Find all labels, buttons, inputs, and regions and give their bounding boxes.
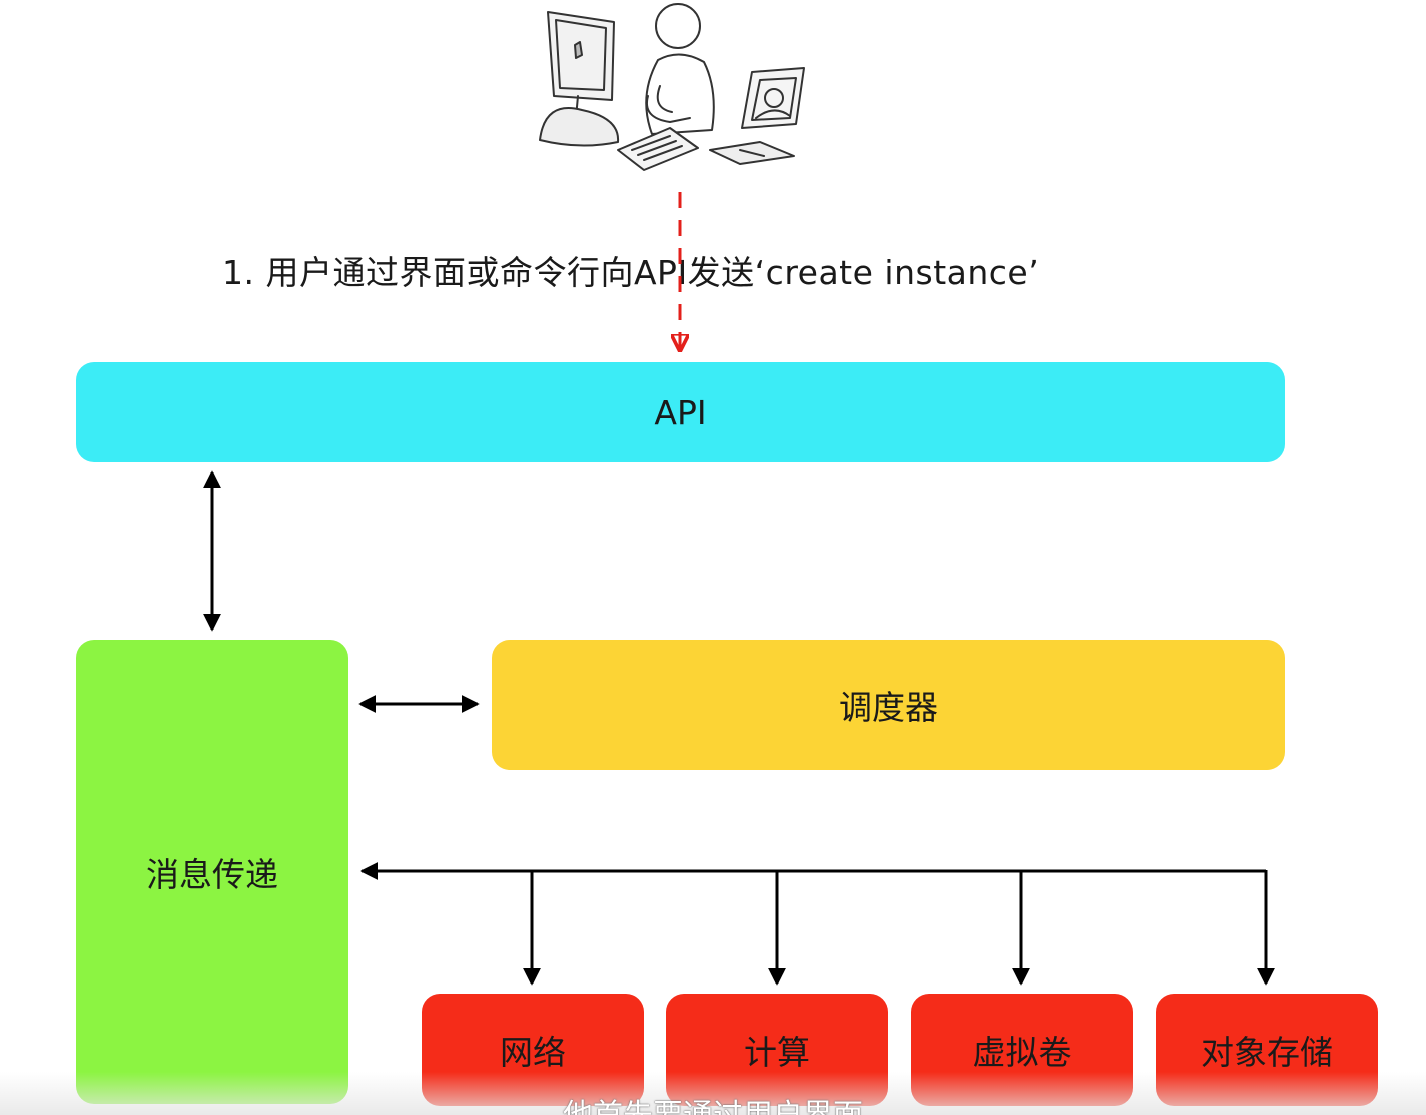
messaging-label: 消息传递 <box>146 855 278 894</box>
caption-bar <box>0 1072 1426 1115</box>
step-1-label: 1. 用户通过界面或命令行向API发送‘create instance’ <box>222 253 1040 292</box>
service-label: 对象存储 <box>1201 1033 1333 1072</box>
scheduler-label: 调度器 <box>839 688 938 727</box>
computer-icon <box>539 11 620 147</box>
service-label: 虚拟卷 <box>972 1033 1072 1072</box>
api-box: API <box>76 362 1285 462</box>
person-icon <box>645 3 715 135</box>
service-label: 网络 <box>500 1033 566 1072</box>
video-caption: 他首先要通过用户界面 <box>0 1090 1426 1115</box>
user-at-computer-illustration <box>539 3 805 171</box>
service-label: 计算 <box>744 1033 810 1072</box>
scheduler-box: 调度器 <box>492 640 1285 770</box>
photo-frame-icon <box>709 67 805 165</box>
api-label: API <box>654 392 707 432</box>
document-icon <box>617 127 699 171</box>
messaging-box: 消息传递 <box>76 640 348 1104</box>
